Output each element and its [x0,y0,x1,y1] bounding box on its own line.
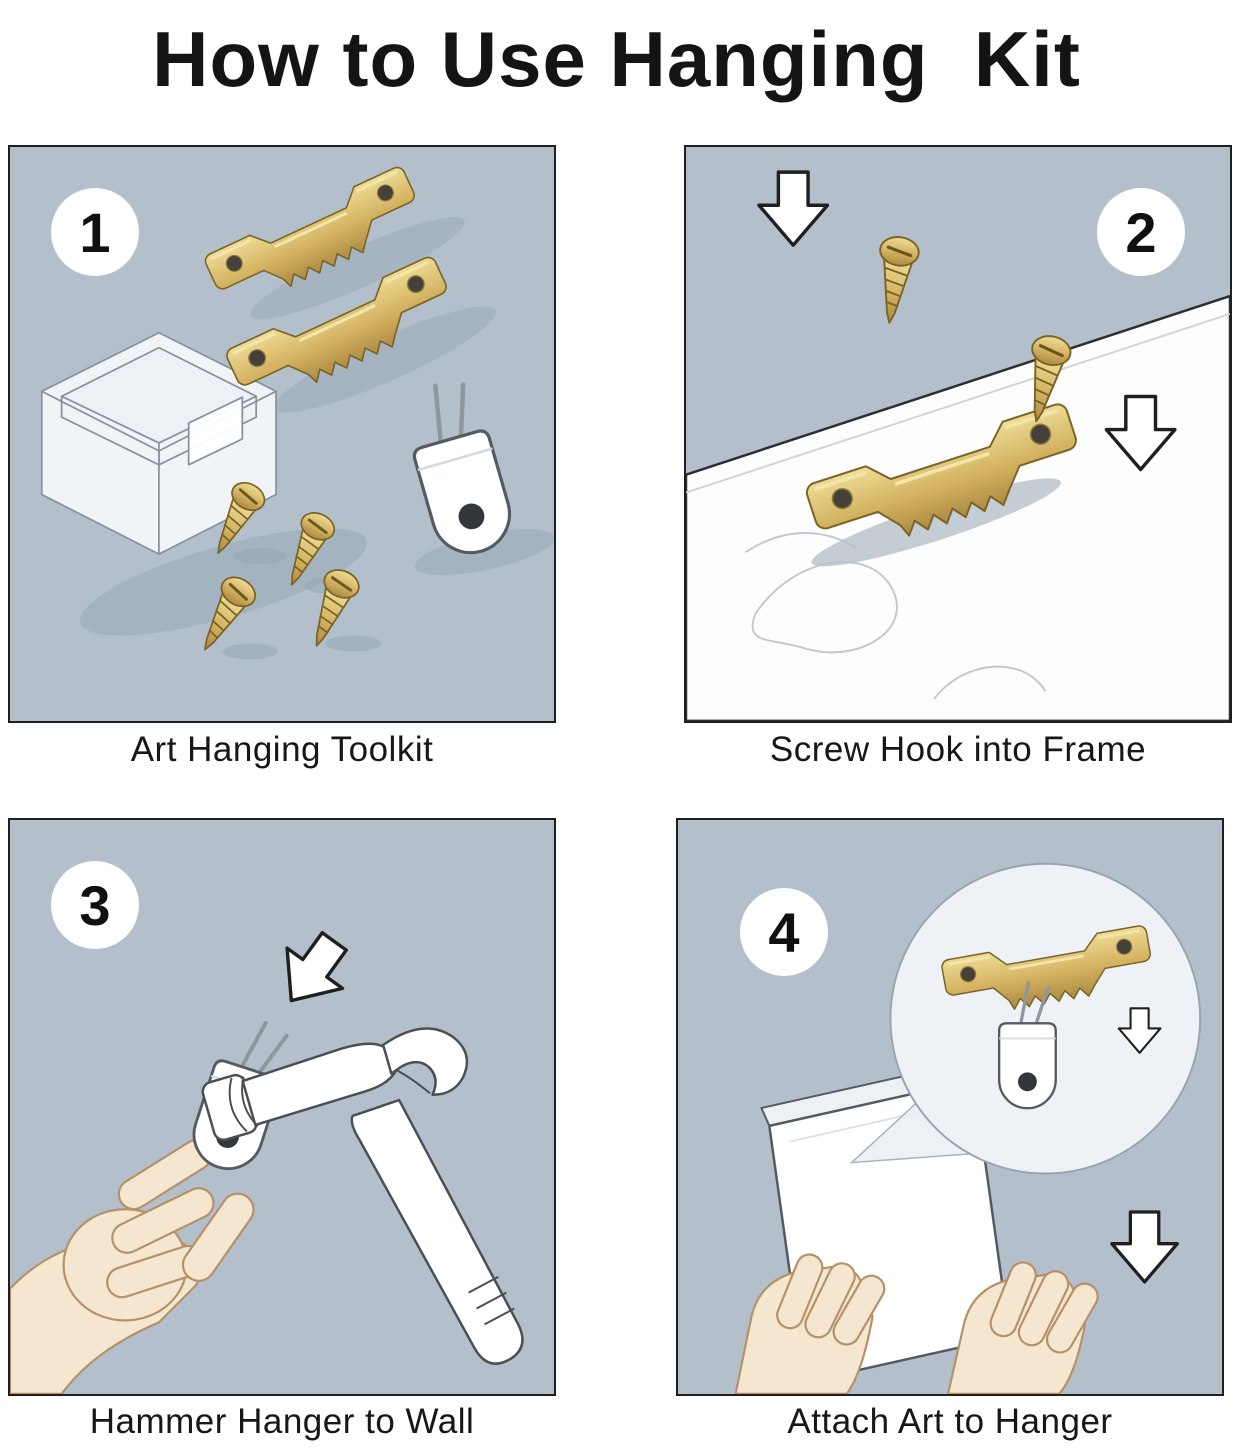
step-number: 2 [1125,200,1157,264]
hammer-to-wall-illustration [10,919,524,1394]
screw-icon [868,232,923,328]
hand-icon [946,1261,1099,1394]
step-number: 1 [79,200,111,264]
arrow-down-icon [757,170,830,247]
step-panel-1: 1 [8,145,556,723]
hook-plate-icon [397,375,519,561]
magnifier-circle [889,862,1202,1175]
hand-icon [734,1253,886,1394]
toolkit-illustration [40,163,554,661]
step-panel-4: 4 [676,818,1224,1396]
arrow-down-icon [1110,1210,1179,1284]
step-number: 4 [768,900,800,964]
step-badge: 2 [1097,188,1185,276]
step-badge: 1 [51,188,139,276]
step-caption: Art Hanging Toolkit [130,730,434,769]
step-caption: Hammer Hanger to Wall [89,1402,475,1441]
thumb [181,1192,255,1282]
step-badge: 3 [51,861,139,949]
step-number: 3 [79,873,111,937]
screw-into-frame-illustration [686,170,1230,721]
step-badge: 4 [740,888,828,976]
page-title: How to Use Hanging Kit [152,15,1081,103]
step-caption: Attach Art to Hanger [787,1402,1113,1441]
step-panel-3: 3 [8,818,556,1396]
arrow-down-icon [261,919,364,1023]
attach-art-illustration [734,862,1202,1394]
hammer-icon [201,1027,524,1365]
storage-case-icon [40,331,277,556]
step-caption: Screw Hook into Frame [769,730,1147,769]
hand-icon [10,1139,215,1394]
step-panel-2: 2 [684,145,1232,723]
